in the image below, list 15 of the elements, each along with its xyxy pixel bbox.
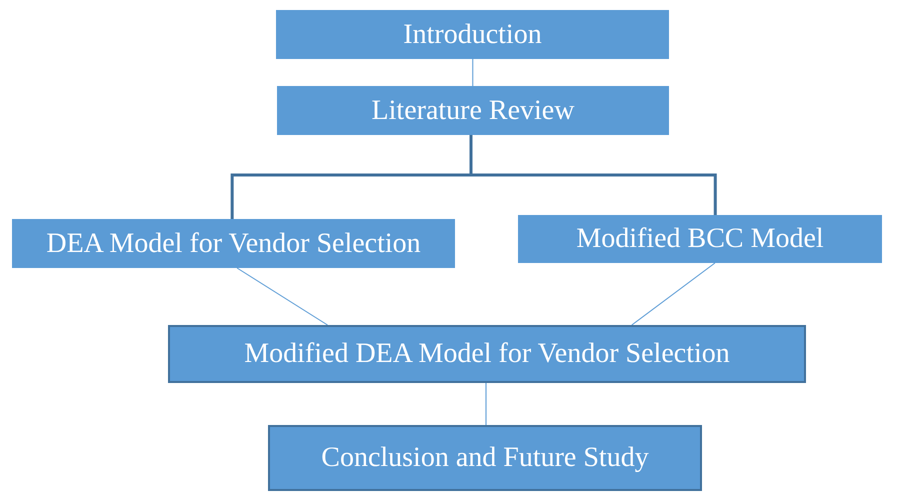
process-box [518,215,882,263]
process-box [268,425,702,491]
box-label: DEA Model for Vendor Selection [46,228,421,260]
box-label: Modified DEA Model for Vendor Selection [244,338,730,370]
box-label: Introduction [403,18,542,50]
process-box [277,86,669,135]
box-label: Conclusion and Future Study [321,442,649,474]
connector-line [236,268,328,326]
process-box [12,219,455,268]
connector-line [472,58,474,86]
connector-line [631,262,716,326]
box-label: Literature Review [372,94,574,126]
box-label: Modified BCC Model [576,223,824,255]
process-box [276,10,669,59]
process-box [168,325,806,383]
